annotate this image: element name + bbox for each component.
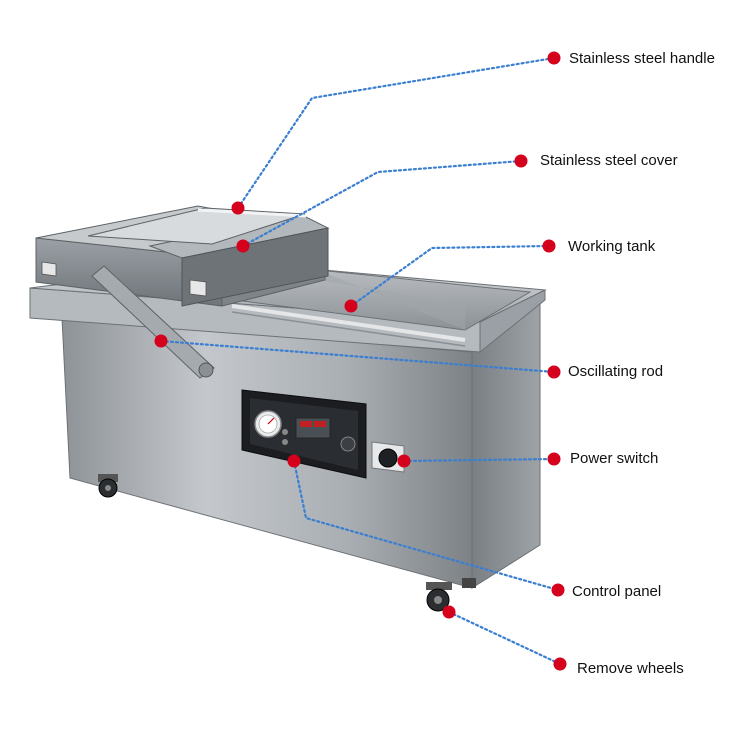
anchor-dot-stainless-steel-cover: [236, 239, 250, 253]
lid-illustration: [35, 205, 330, 307]
leader-line-power-switch: [402, 457, 556, 463]
control-panel-illustration: [241, 389, 367, 479]
label-dot-control-panel: [551, 583, 565, 597]
anchor-dot-working-tank: [344, 299, 358, 313]
label-stainless-steel-handle: Stainless steel handle: [569, 50, 715, 67]
label-working-tank: Working tank: [568, 238, 656, 255]
leader-line-control-panel: [292, 459, 560, 592]
anchor-dot-remove-wheels: [442, 605, 456, 619]
label-remove-wheels: Remove wheels: [577, 660, 684, 677]
anchor-dot-stainless-steel-handle: [231, 201, 245, 215]
leader-line-stainless-steel-handle: [236, 56, 556, 210]
label-control-panel: Control panel: [572, 583, 662, 600]
leader-line-remove-wheels: [447, 610, 562, 666]
anchor-dot-control-panel: [287, 454, 301, 468]
label-stainless-steel-cover: Stainless steel cover: [540, 152, 678, 169]
label-oscillating-rod: Oscillating rod: [568, 363, 664, 380]
label-dot-power-switch: [547, 452, 561, 466]
label-power-switch: Power switch: [570, 450, 659, 467]
label-dot-remove-wheels: [553, 657, 567, 671]
label-dot-stainless-steel-cover: [514, 154, 528, 168]
label-dot-stainless-steel-handle: [547, 51, 561, 65]
power-switch-illustration: [371, 441, 405, 473]
leader-line-stainless-steel-cover: [241, 159, 523, 248]
anchor-dot-oscillating-rod: [154, 334, 168, 348]
label-dot-working-tank: [542, 239, 556, 253]
leader-line-working-tank: [349, 244, 551, 308]
callout-layer: [154, 51, 567, 671]
leader-line-oscillating-rod: [159, 339, 556, 374]
wheels-illustration: [98, 474, 476, 612]
anchor-dot-power-switch: [397, 454, 411, 468]
label-dot-oscillating-rod: [547, 365, 561, 379]
